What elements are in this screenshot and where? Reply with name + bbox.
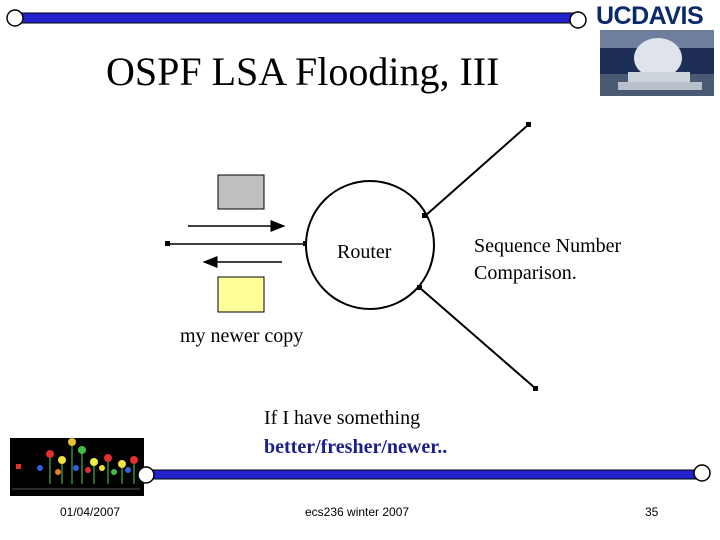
campus-photo: [600, 30, 714, 96]
link-upper-right: [424, 124, 529, 217]
note-line-2: better/fresher/newer..: [264, 436, 448, 458]
lsa-box-yellow: [217, 276, 265, 313]
header-bar: [6, 9, 587, 29]
ucdavis-logo: UCDAVIS: [596, 2, 704, 30]
sequence-number-label: Sequence Number: [474, 235, 622, 257]
router-node: [305, 180, 435, 310]
footer-page-number: 35: [645, 505, 659, 519]
slide-title: OSPF LSA Flooding, III: [106, 49, 500, 94]
footer-date: 01/04/2007: [60, 505, 121, 519]
link-lower-right: [419, 287, 536, 389]
copy-label: my newer copy: [180, 325, 304, 347]
lsa-box-gray: [217, 174, 265, 210]
decorative-thumbnail: [10, 438, 144, 496]
note-line-1: If I have something: [264, 407, 421, 429]
comparison-label: Comparison.: [474, 262, 577, 284]
footer-course: ecs236 winter 2007: [305, 505, 410, 519]
footer-bar: [137, 464, 711, 484]
router-label: Router: [337, 241, 392, 263]
